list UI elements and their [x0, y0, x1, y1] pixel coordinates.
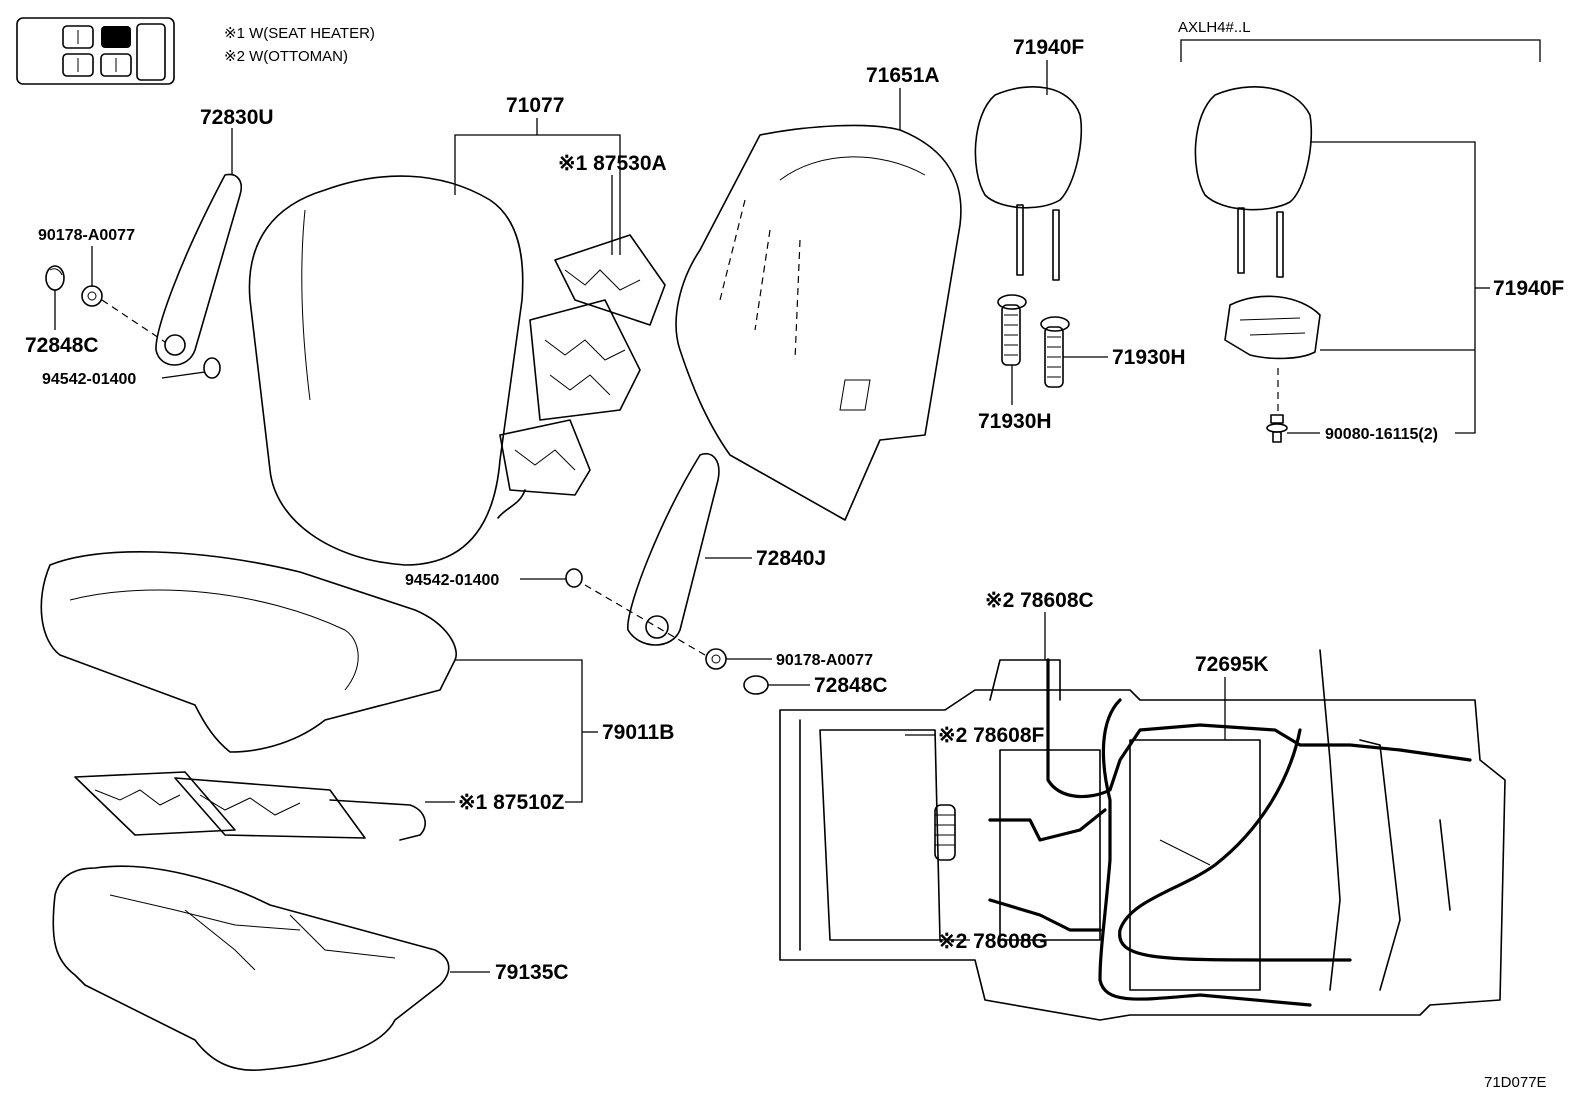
label-94542-01400-left: 94542-01400	[42, 371, 136, 388]
headrest-center[interactable]	[974, 86, 1083, 281]
seat-back-heater[interactable]	[497, 234, 666, 519]
armrest-left-axis	[101, 299, 166, 343]
label-71940F-right: 71940F	[1493, 277, 1564, 300]
armrest-left-nut[interactable]	[81, 285, 103, 307]
label-79135C: 79135C	[495, 961, 569, 984]
label-72848C-right: 72848C	[814, 674, 888, 697]
label-90080-16115: 90080-16115(2)	[1325, 426, 1438, 443]
armrest-right[interactable]	[627, 453, 720, 646]
seat-cushion-cover[interactable]	[40, 551, 457, 753]
seat-frame[interactable]	[779, 649, 1506, 1021]
label-71651A: 71651A	[866, 64, 940, 87]
armrest-right-cap[interactable]	[743, 675, 769, 695]
armrest-right-nut[interactable]	[705, 648, 727, 670]
diagram-code: 71D077E	[1484, 1074, 1547, 1091]
note-ottoman: ※2 W(OTTOMAN)	[224, 48, 348, 65]
armrest-right-washer[interactable]	[565, 568, 583, 588]
label-72695K: 72695K	[1195, 653, 1269, 676]
armrest-left[interactable]	[155, 173, 242, 366]
variant-label: AXLH4#..L	[1178, 19, 1251, 36]
seat-position-icon	[16, 17, 175, 85]
label-71940F-center: 71940F	[1013, 36, 1084, 59]
headrest-support-left[interactable]	[997, 294, 1027, 366]
label-78608F: ※2 78608F	[938, 724, 1045, 747]
seat-back-cover[interactable]	[248, 175, 524, 566]
label-78608G: ※2 78608G	[938, 930, 1048, 953]
label-90178-A0077-right: 90178-A0077	[776, 652, 873, 669]
armrest-left-washer[interactable]	[203, 357, 221, 379]
headrest-support-right[interactable]	[1040, 316, 1070, 388]
label-79011B: 79011B	[602, 721, 674, 744]
label-72830U: 72830U	[200, 106, 274, 129]
variant-bracket: AXLH4#..L	[1178, 19, 1541, 62]
label-94542-01400-right: 94542-01400	[405, 572, 499, 589]
label-71930H-right: 71930H	[1112, 346, 1186, 369]
seat-cushion-heater[interactable]	[74, 771, 426, 841]
label-87510Z: ※1 87510Z	[458, 791, 565, 814]
bolt-icon	[1266, 414, 1288, 443]
label-87530A: ※1 87530A	[558, 152, 667, 175]
label-72840J: 72840J	[756, 547, 826, 570]
leader-lines	[54, 60, 1490, 973]
note-seat-heater: ※1 W(SEAT HEATER)	[224, 25, 375, 42]
label-90178-A0077-left: 90178-A0077	[38, 227, 135, 244]
label-78608C: ※2 78608C	[985, 589, 1094, 612]
armrest-left-cap[interactable]	[45, 265, 65, 291]
label-71930H-left: 71930H	[978, 410, 1052, 433]
seat-back-pad[interactable]	[675, 124, 962, 521]
seat-cushion-pad[interactable]	[52, 865, 450, 1071]
label-71077: 71077	[506, 94, 564, 117]
label-72848C-left: 72848C	[25, 334, 99, 357]
armrest-right-axis	[584, 584, 706, 656]
headrest-variant[interactable]	[1194, 86, 1321, 443]
